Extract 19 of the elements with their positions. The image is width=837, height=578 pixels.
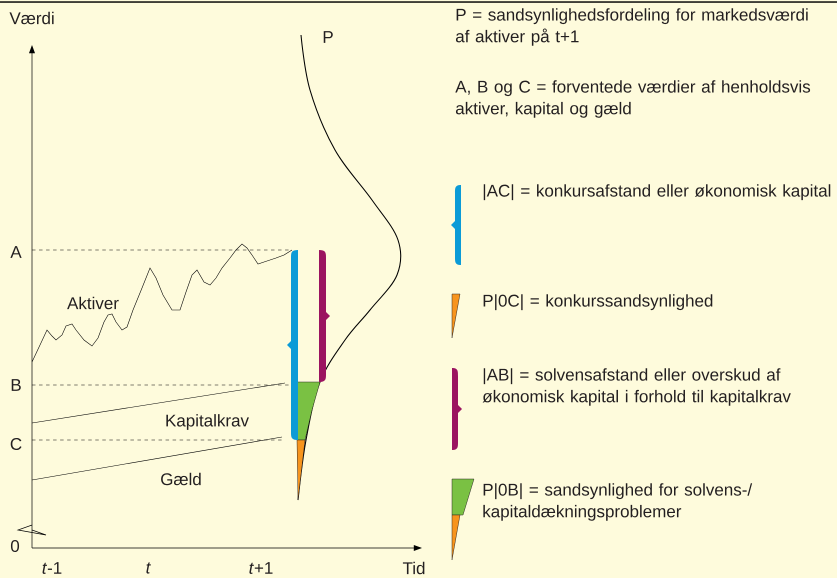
- area-label: Aktiver: [67, 296, 119, 310]
- axis-label: B: [12, 379, 21, 391]
- axis-label: Værdi: [9, 12, 54, 24]
- axis-label: t+1: [249, 562, 272, 574]
- axis-label: P: [324, 31, 333, 43]
- axis-label: 0: [10, 540, 20, 552]
- axis-label: A: [10, 246, 22, 258]
- axis-label: Tid: [402, 562, 424, 574]
- legend-text: |AC| = konkursafstand eller økonomisk kapital: [484, 184, 830, 200]
- area-label: Kapitalkrav: [166, 414, 249, 430]
- area-label: Gæld: [161, 472, 201, 486]
- axis-label: C: [10, 438, 22, 450]
- axis-label: t-1: [42, 562, 62, 574]
- note-text: A, B og C = forventede værdier af henholdsvis aktiver, kapital og gæld: [455, 80, 810, 118]
- legend-text: P|0C| = konkurssandsynlighed: [484, 294, 712, 310]
- legend-text: |AB| = solvensafstand eller overskud af økonomisk kapital i forhold til kapitalkrav: [482, 368, 791, 406]
- legend-text: P|0B| = sandsynlighed for solvens-/ kapitaldækningsproblemer: [483, 483, 752, 521]
- axis-label: t: [146, 562, 151, 574]
- note-text: P = sandsynlighedsfordeling for markedsværdi af aktiver på t+1: [456, 8, 808, 46]
